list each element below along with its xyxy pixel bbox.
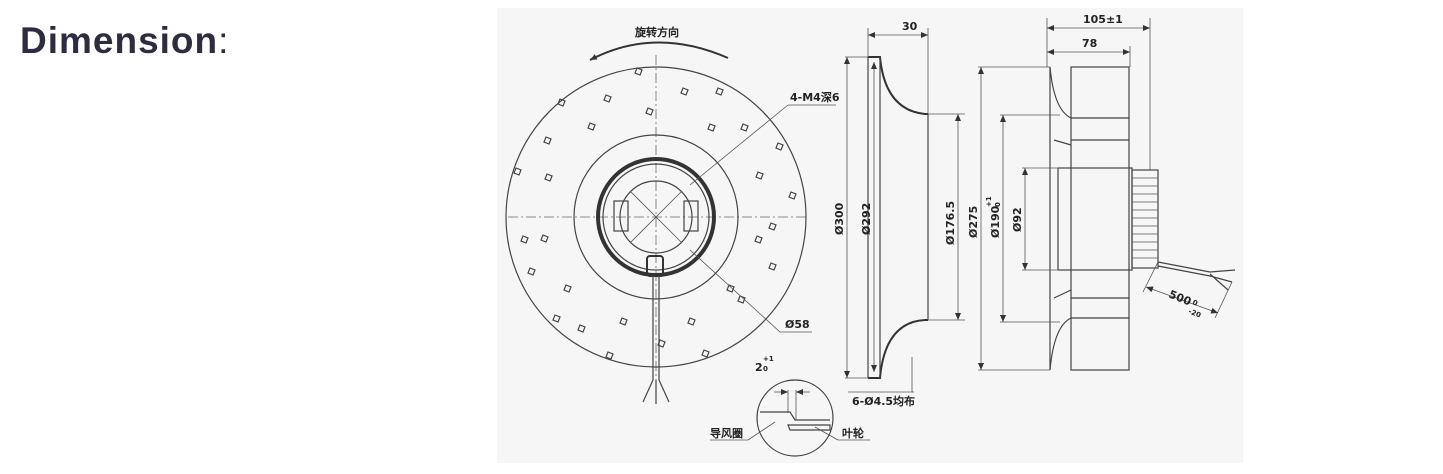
gap-tol-low: 0 [763, 365, 768, 373]
blade-tips [513, 67, 797, 360]
cable-wire-ends [642, 379, 670, 404]
gap-detail: 2 +1 0 导风圈 叶轮 [710, 355, 870, 457]
title-text: Dimension [20, 20, 219, 61]
w30-label: 30 [902, 20, 918, 33]
detail-circle [756, 379, 834, 457]
d176-label: Ø176.5 [944, 201, 957, 245]
detail-guide-ring [760, 411, 830, 421]
outer-disc [505, 66, 807, 368]
drawing-background [497, 8, 1243, 463]
gap-label: 2 [755, 361, 763, 374]
motor-fins [1131, 169, 1159, 269]
w105-label: 105±1 [1083, 13, 1123, 26]
d190-tol-up: +1 [985, 196, 993, 207]
front-view: 旋转方向 [505, 25, 840, 404]
d292-label: Ø292 [860, 203, 873, 235]
rotation-label: 旋转方向 [634, 25, 679, 39]
impeller-leader [814, 426, 839, 441]
d190-tol-low: 0 [994, 202, 1002, 207]
guide-ring-label: 导风圈 [710, 426, 743, 440]
housing-curve-bottom [1049, 317, 1072, 371]
cable-len-ext-a [1142, 261, 1159, 293]
inlet-circle [573, 134, 739, 300]
hub-label-left [613, 200, 629, 232]
housing-outline [1070, 66, 1130, 371]
impeller-label: 叶轮 [842, 426, 864, 440]
impeller-profile-view: 30 Ø300 Ø292 Ø176.5 6-Ø4.5均布 [833, 20, 965, 408]
holes-label: 6-Ø4.5均布 [852, 394, 915, 408]
hub-label-right [683, 200, 699, 232]
gap-tol-up: +1 [763, 355, 774, 363]
housing-curve-top [1049, 66, 1072, 119]
d275-label: Ø275 [967, 206, 980, 238]
detail-impeller [787, 424, 831, 431]
cable-gland [646, 255, 664, 277]
rotation-arrow [589, 41, 729, 61]
cable-tol-up: 0 [1191, 298, 1199, 307]
title-colon: : [218, 20, 230, 61]
hub-cross-b [629, 190, 683, 244]
cable-len-line [1145, 286, 1219, 314]
guide-ring-leader [747, 421, 776, 441]
d190-label: Ø190 [989, 205, 1002, 238]
hub-circle [619, 180, 693, 254]
motor-fin-lines [1132, 177, 1158, 259]
thread-label: 4-M4深6 [790, 90, 840, 104]
motor-cable [1157, 261, 1236, 291]
thread-leader [689, 104, 789, 186]
d92-label: Ø92 [1011, 207, 1024, 232]
d300-label: Ø300 [833, 202, 846, 235]
page-title: Dimension: [20, 20, 229, 62]
hub-dia-leader [689, 249, 781, 333]
hub-dia-label: Ø58 [785, 318, 810, 331]
w78-label: 78 [1082, 37, 1097, 50]
motor-inner-ring [602, 163, 710, 271]
housing-blade-edges [1053, 139, 1072, 299]
